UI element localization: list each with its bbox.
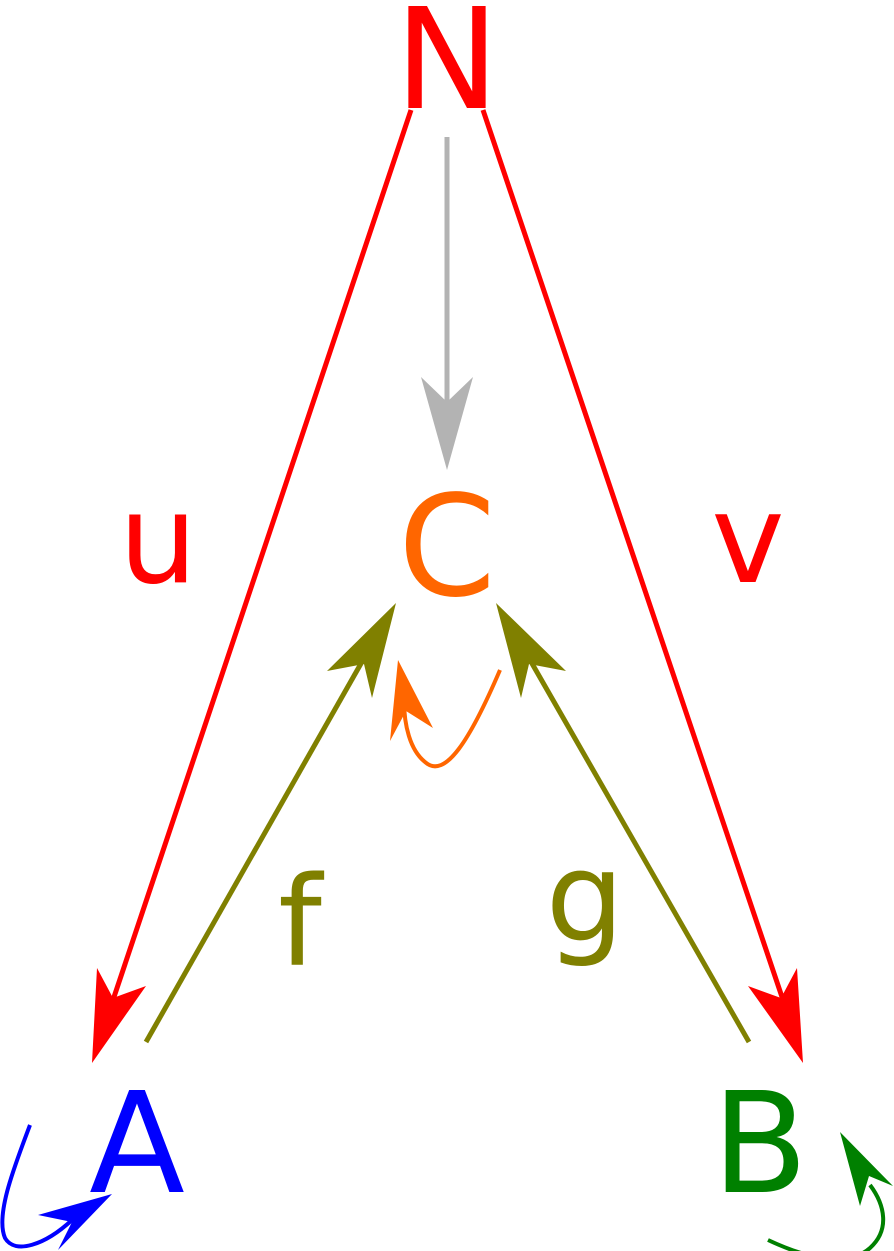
node-c-label: C: [398, 466, 496, 629]
edge-u-line: [110, 109, 414, 1001]
loop-c-arrowhead: [390, 660, 433, 741]
edge-f-label: f: [278, 851, 325, 995]
edge-g-label: g: [546, 826, 625, 970]
edge-f-arrow: [143, 603, 396, 1044]
edge-g-arrow: [496, 603, 752, 1044]
node-n-label: N: [395, 0, 500, 142]
edge-v-arrow: [480, 109, 803, 1063]
edge-v-line: [480, 109, 786, 1001]
loop-a-arrowhead: [38, 1194, 112, 1250]
loop-b-arrow: [767, 1132, 893, 1251]
node-a-label: A: [89, 1063, 185, 1226]
edge-g-arrowhead: [496, 603, 566, 698]
loop-b-arrowhead: [840, 1132, 893, 1206]
edge-f-line: [143, 658, 366, 1044]
edge-v-arrowhead: [748, 968, 803, 1063]
edge-g-line: [527, 658, 752, 1044]
edge-n-to-c-arrow: [421, 137, 473, 470]
loop-a-arrow: [0, 1124, 112, 1250]
loop-c-arrow: [390, 660, 502, 769]
loop-a-curve: [0, 1124, 74, 1249]
edge-u-arrow: [92, 109, 414, 1063]
edge-v-label: v: [711, 468, 784, 612]
edge-u-label: u: [119, 468, 198, 612]
edge-f-arrowhead: [327, 603, 396, 698]
node-b-label: B: [712, 1063, 808, 1226]
edge-n-to-c-arrowhead: [421, 377, 473, 470]
loop-c-curve: [402, 669, 502, 769]
loop-b-curve: [767, 1183, 886, 1251]
edge-u-arrowhead: [92, 968, 146, 1063]
